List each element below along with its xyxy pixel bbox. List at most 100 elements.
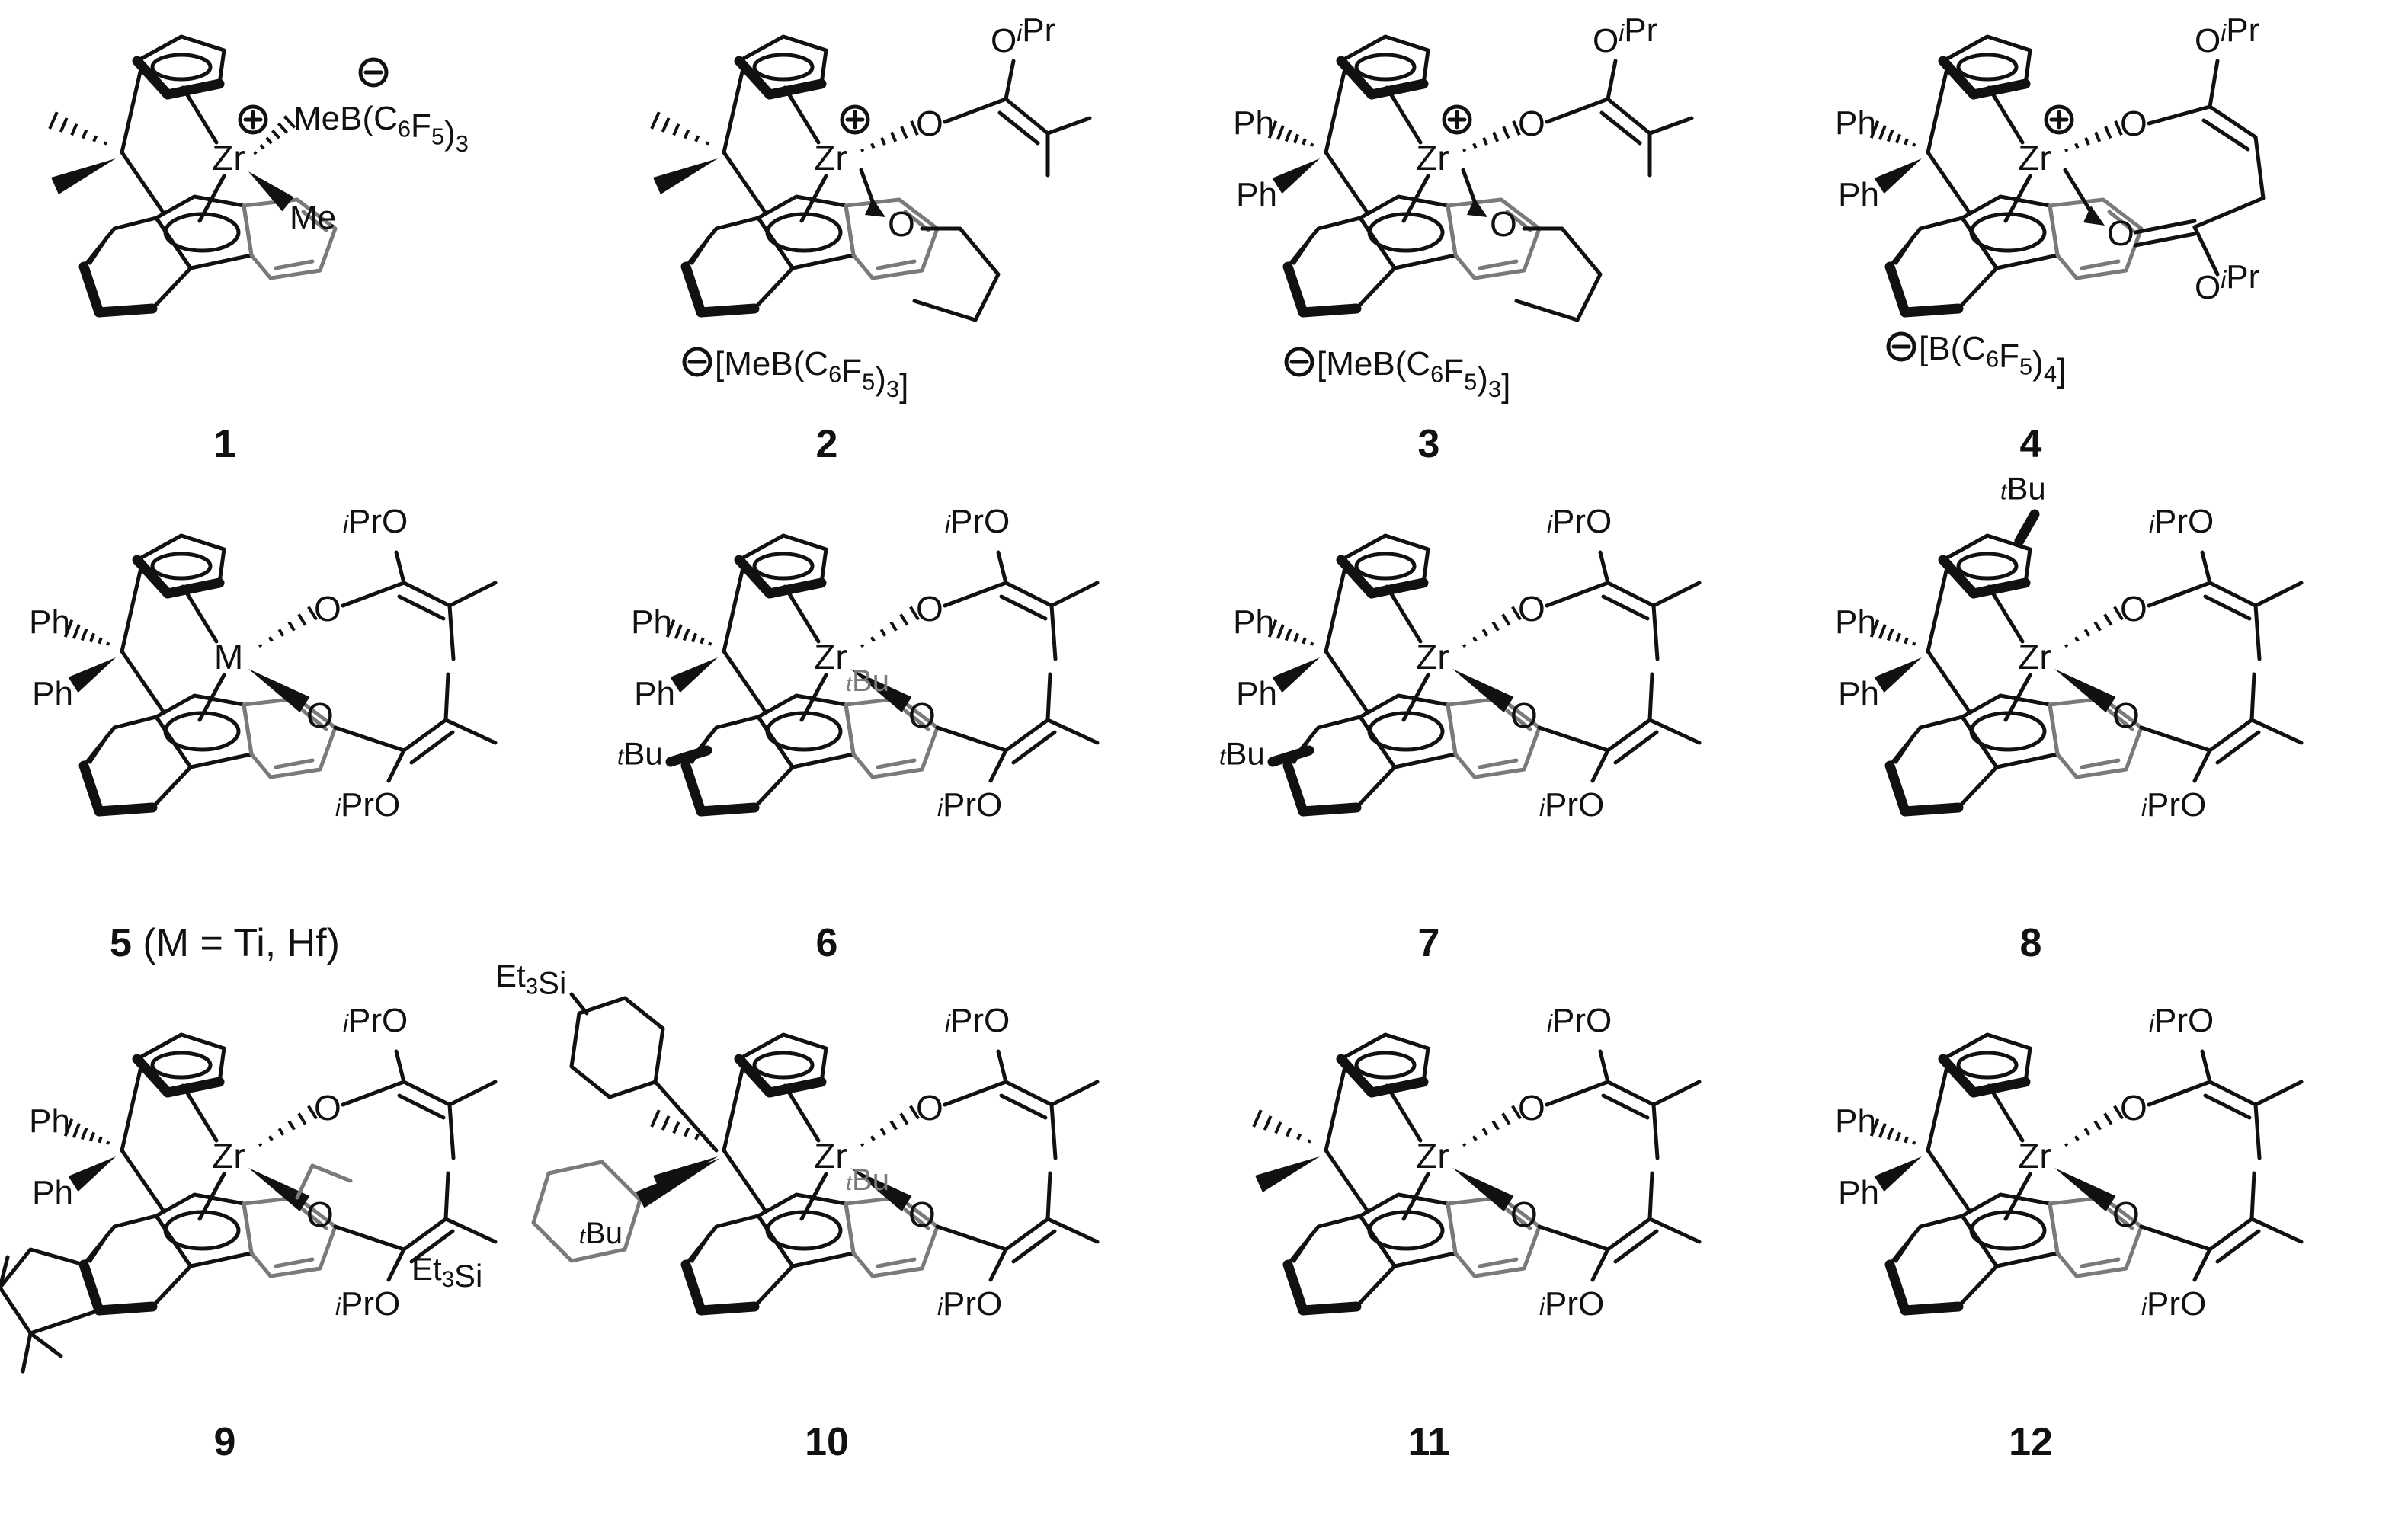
hash-stroke: [1904, 1136, 1909, 1144]
anion-charge: [1886, 331, 1916, 362]
enolate-bond: [2192, 1247, 2212, 1282]
hash-stroke: [1285, 1127, 1292, 1137]
metal-cp-bond: [181, 1083, 219, 1143]
hash-stroke: [267, 636, 274, 642]
cp-front-edge: [764, 577, 827, 599]
methyl-bond: [447, 1080, 498, 1107]
bridge-substituent: Ph: [1838, 1174, 1879, 1211]
metal-hashed-bond: [860, 1105, 920, 1147]
hash-stroke: [1462, 644, 1467, 648]
hash-stroke: [1886, 628, 1894, 641]
enolate-bond: [333, 1224, 406, 1252]
hash-stroke: [690, 632, 698, 643]
hash-stroke: [1894, 133, 1902, 144]
hash-stroke: [1471, 636, 1478, 642]
benzo-double-bond: [1894, 734, 1915, 764]
metal-wedge-bond: [1452, 1168, 1514, 1212]
gem-dimethyl-bond: [28, 1331, 63, 1358]
hash-stroke: [297, 1112, 307, 1125]
bridge-wedge-bond: [1874, 158, 1922, 194]
hash-stroke: [2114, 120, 2123, 136]
silyl-bond: [569, 992, 589, 1016]
bridge-bond: [1926, 1148, 1972, 1214]
methyl-bond: [2253, 603, 2262, 661]
hash-stroke: [870, 142, 876, 149]
bridge-methyl-wedge: [653, 158, 718, 194]
enolate-double-bond: [402, 718, 448, 753]
hash-stroke: [307, 1105, 318, 1120]
enolate-double-bond: [2208, 718, 2254, 753]
bridge-aryl-bond: [653, 1080, 719, 1153]
enolate-double-bond: [997, 110, 1040, 146]
bridge-methyl-wedge: [1255, 1156, 1320, 1192]
methyl-bond: [2249, 672, 2256, 722]
benzo-front-edge: [78, 760, 104, 817]
hash-stroke: [1894, 632, 1902, 643]
bridge-substituent: Ph: [29, 603, 70, 641]
bridge-bond: [1324, 1064, 1347, 1153]
hash-stroke: [1869, 1118, 1880, 1137]
anion-charge: [1284, 347, 1314, 377]
isopropoxy-group: iPrO: [1547, 1002, 1612, 1039]
bridge-bond: [1926, 649, 1972, 715]
enolate-bond: [1004, 59, 1016, 101]
hash-stroke: [103, 141, 107, 146]
enolate-double-bond: [2208, 581, 2258, 608]
hash-stroke: [2094, 131, 2102, 142]
bridge-bond: [120, 150, 166, 216]
aryl-double-bond: [903, 1208, 930, 1230]
benzo-front-edge: [1900, 802, 1964, 817]
metal-hashed-bond: [860, 606, 920, 648]
metal-hashed-bond: [2064, 606, 2124, 648]
bridge-hashed-bond: [1869, 120, 1916, 147]
methyl-bond: [2249, 718, 2304, 745]
cp-front-edge: [1336, 56, 1377, 100]
metal-indenyl-bond: [197, 673, 226, 722]
arrowhead: [865, 198, 885, 217]
cp-front-edge: [1938, 555, 1979, 599]
enolate-bond: [386, 1247, 406, 1282]
cp-front-edge: [132, 1054, 173, 1098]
enolate-bond: [2200, 1049, 2212, 1084]
hash-stroke: [860, 644, 865, 648]
counter-anion: [MeB(C6F5)3]: [1317, 345, 1510, 405]
enolate-bond: [1598, 550, 1610, 585]
hash-stroke: [682, 628, 690, 641]
methyl-bond: [1049, 603, 1058, 661]
cp-front-edge: [1968, 1077, 2031, 1098]
benzo-front-edge: [1298, 303, 1362, 318]
aryl-double-bond: [1505, 1208, 1532, 1230]
enolate-double-bond: [999, 1093, 1048, 1120]
isopropoxy-group: iPrO: [1547, 503, 1612, 540]
enolate-double-bond: [2203, 1093, 2252, 1120]
benzo-front-edge: [1282, 1259, 1308, 1316]
ester-oxygen: O: [2107, 213, 2134, 253]
hash-stroke: [879, 1128, 887, 1136]
hash-stroke: [1296, 1133, 1302, 1141]
compound-number: 11: [1408, 1420, 1450, 1464]
bridge-hashed-bond: [63, 619, 110, 646]
bridge-bond: [1324, 66, 1347, 155]
cp-aromatic-circle: [1956, 53, 2019, 82]
metal-cp-bond: [1987, 85, 2025, 145]
isopropoxy-group: iPrO: [343, 1002, 408, 1039]
enolate-bond: [341, 581, 406, 608]
chain-bond: [2192, 196, 2266, 229]
enolate-oxygen: O: [314, 589, 341, 629]
benzo-ring: [684, 715, 795, 814]
metal-wedge-bond: [1452, 669, 1514, 713]
bridge-methyl-hashed: [650, 111, 709, 146]
hash-stroke: [1307, 1139, 1311, 1144]
methyl-bond: [443, 1217, 498, 1244]
metal-indenyl-bond: [197, 1172, 226, 1221]
enolate-double-bond: [2215, 1229, 2261, 1264]
metal-wedge-bond: [850, 1168, 912, 1212]
hash-stroke: [2093, 1120, 2102, 1131]
hash-stroke: [1878, 623, 1887, 640]
hash-stroke: [258, 644, 263, 648]
enolate-bond: [996, 1049, 1008, 1084]
thf-oxygen: O: [1490, 204, 1517, 244]
compound-number: 6: [816, 921, 838, 965]
